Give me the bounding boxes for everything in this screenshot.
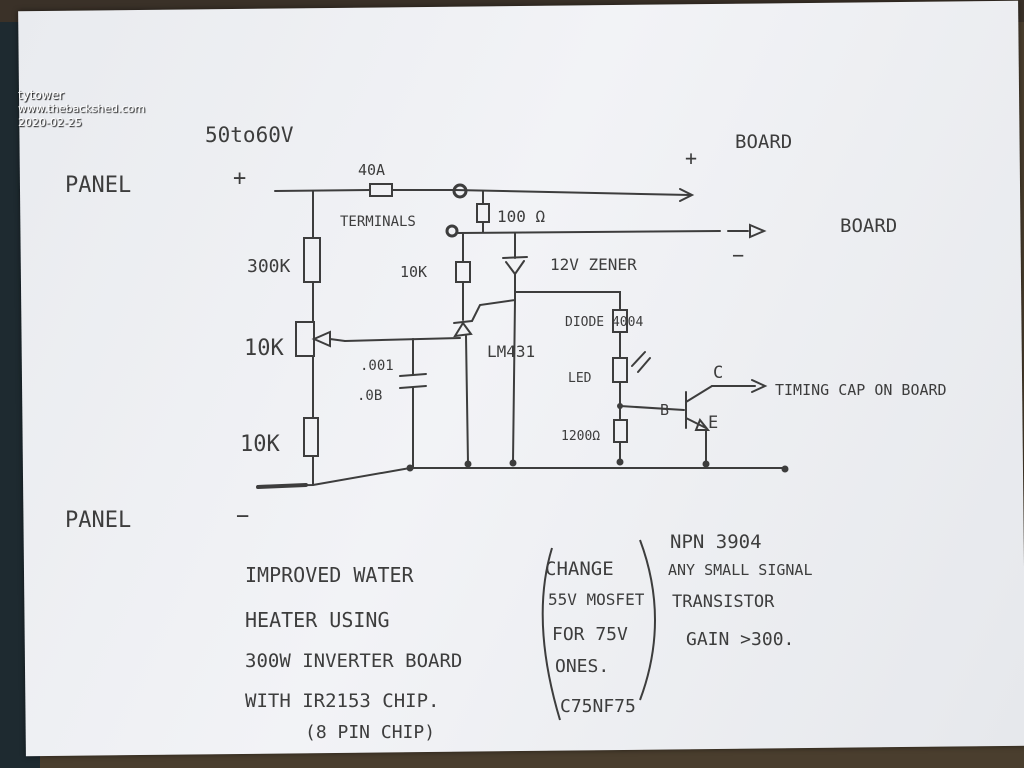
label-cap1: .001	[360, 358, 394, 374]
label-lm431: LM431	[487, 342, 535, 361]
label-board-plus-sign: +	[685, 146, 697, 170]
resistor-1200	[613, 419, 628, 443]
note-middle-2: 55V MOSFET	[548, 590, 645, 609]
lm431-shunt	[453, 320, 473, 338]
reference-wire	[344, 337, 461, 342]
watermark-user: tytower	[18, 88, 64, 102]
note-right-3: TRANSISTOR	[672, 592, 775, 612]
zener-to-right-chain	[514, 291, 621, 311]
note-left-2: HEATER USING	[245, 608, 390, 632]
junction-dot	[406, 464, 414, 472]
label-timing: TIMING CAP ON BOARD	[775, 381, 947, 399]
lm431-anode	[465, 335, 469, 464]
note-right-1: NPN 3904	[670, 531, 762, 553]
capacitor-plates	[399, 373, 427, 389]
label-cap2: .0B	[357, 388, 382, 404]
label-voltage: 50to60V	[205, 123, 294, 147]
board-negative-arrow	[749, 223, 767, 239]
resistor-300k	[303, 237, 321, 283]
note-left-3: 300W INVERTER BOARD	[245, 650, 462, 672]
zener-to-ground	[512, 299, 516, 463]
junction-dot	[464, 460, 472, 468]
junction-dot	[702, 460, 710, 468]
watermark-date: 2020-02-25	[18, 116, 82, 129]
collector-arrow	[751, 379, 768, 393]
fuse	[369, 183, 393, 197]
label-r300k: 300K	[247, 256, 291, 277]
label-minus: −	[236, 504, 249, 529]
transistor-npn	[685, 385, 713, 429]
negative-rail	[257, 467, 786, 487]
junction-dot	[617, 403, 623, 409]
label-r1200: 1200Ω	[561, 429, 600, 444]
negative-rail-heavy	[256, 483, 308, 489]
terminal-bottom	[445, 224, 459, 238]
label-led: LED	[568, 371, 592, 386]
label-r100: 100 Ω	[497, 207, 546, 226]
resistor-100-ohm	[476, 203, 490, 223]
label-board-plus: BOARD	[735, 131, 792, 153]
note-middle-3: FOR 75V	[552, 624, 628, 645]
terminal-top	[452, 183, 468, 199]
label-emitter: E	[708, 413, 718, 433]
zener-diode	[502, 256, 528, 276]
label-terminals: TERMINALS	[340, 214, 416, 230]
label-board-minus-sign: −	[732, 243, 744, 267]
note-middle-1: CHANGE	[545, 558, 614, 580]
base-wire	[619, 405, 685, 411]
junction-dot	[616, 458, 624, 466]
led-rays	[631, 351, 651, 373]
junction-dot	[509, 459, 517, 467]
note-left-5: (8 PIN CHIP)	[305, 722, 435, 743]
note-left-1: IMPROVED WATER	[245, 563, 415, 587]
note-bracket-right	[639, 539, 656, 701]
label-plus: +	[233, 166, 246, 191]
resistor-10k-mid	[455, 261, 471, 283]
resistor-10k-bottom	[303, 417, 319, 457]
note-right-4: GAIN >300.	[686, 629, 794, 650]
label-panel-plus: PANEL	[65, 173, 131, 198]
label-r10k-mid: 10K	[400, 263, 427, 281]
label-r10k-trim: 10K	[244, 336, 284, 361]
label-zener: 12V ZENER	[550, 255, 637, 274]
junction-dot	[781, 465, 789, 473]
note-right-2: ANY SMALL SIGNAL	[668, 561, 813, 579]
watermark-site: www.thebackshed.com	[18, 102, 146, 115]
label-board-minus: BOARD	[840, 215, 897, 237]
trimpot-wiper	[311, 330, 346, 348]
label-collector: C	[713, 363, 723, 383]
positive-rail-arrow	[679, 188, 695, 202]
note-left-4: WITH IR2153 CHIP.	[245, 690, 439, 712]
label-base: B	[660, 401, 669, 419]
trimpot-10k	[295, 321, 315, 357]
zener-to-lm431	[471, 273, 516, 322]
label-diode: DIODE 4004	[565, 315, 643, 330]
label-panel-minus: PANEL	[65, 508, 131, 533]
led	[612, 357, 628, 383]
note-middle-4: ONES.	[555, 656, 609, 677]
emitter-arrow	[694, 418, 711, 431]
note-bracket-left	[541, 547, 561, 721]
label-r10k-bottom: 10K	[240, 432, 280, 457]
note-middle-5: C75NF75	[560, 696, 636, 717]
photo-watermark: tytower www.thebackshed.com 2020-02-25	[18, 88, 145, 130]
label-fuse: 40A	[358, 161, 385, 179]
board-negative-rail	[457, 230, 721, 234]
